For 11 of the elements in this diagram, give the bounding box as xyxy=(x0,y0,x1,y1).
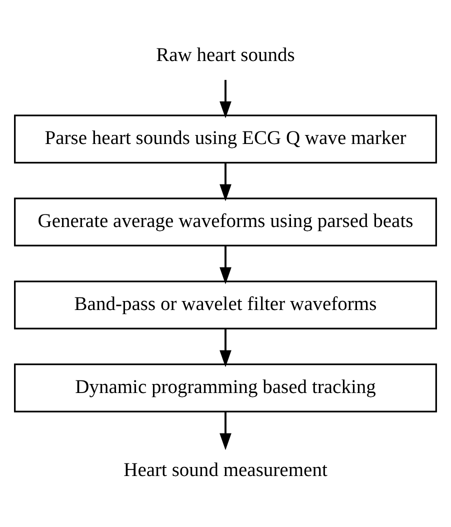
node-box: Generate average waveforms using parsed beats xyxy=(14,198,437,246)
node-text: Raw heart sounds xyxy=(156,45,295,66)
node-text: Heart sound measurement xyxy=(124,460,328,481)
arrow xyxy=(220,412,232,450)
arrow xyxy=(220,246,232,284)
arrow xyxy=(220,162,232,202)
node-box: Dynamic programming based tracking xyxy=(14,364,437,412)
node-box: Band-pass or wavelet filter waveforms xyxy=(14,280,437,330)
node-box: Parse heart sounds using ECG Q wave marker xyxy=(14,114,437,164)
arrow xyxy=(220,328,232,368)
arrow xyxy=(220,80,232,118)
